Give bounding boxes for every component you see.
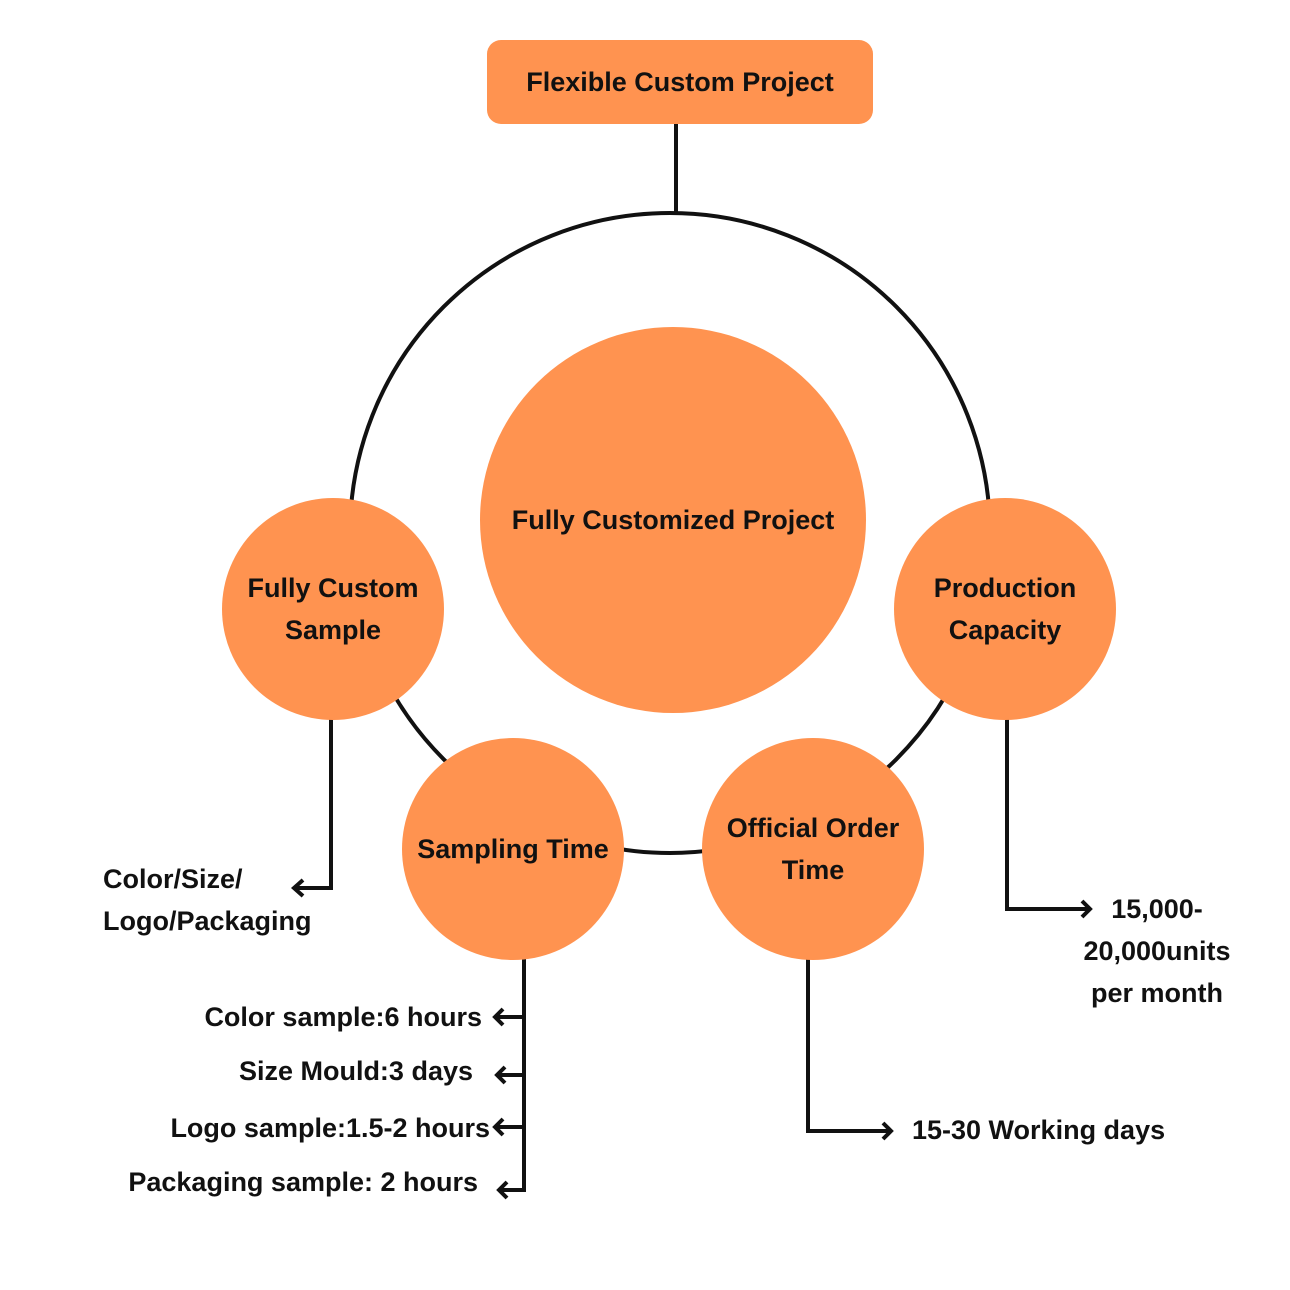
capacity-label-line1: Production [933, 573, 1077, 603]
capacity-detail-line3: per month [1091, 978, 1223, 1008]
sampling-detail-4: Packaging sample: 2 hours [128, 1167, 478, 1197]
sample-label-line1: Fully Custom [247, 573, 419, 603]
sample-details: Color/Size/ Logo/Packaging [103, 858, 312, 942]
sampling-detail-1: Color sample:6 hours [204, 1002, 482, 1032]
sampling-arrow-1 [492, 1007, 505, 1027]
sampling-detail-2: Size Mould:3 days [238, 1056, 473, 1086]
title-text: Flexible Custom Project [526, 66, 834, 97]
sampling-arrow-3 [492, 1117, 505, 1137]
sampling-time-node: Sampling Time [402, 738, 624, 960]
center-label: Fully Customized Project [511, 505, 835, 535]
order-time-label-line2: Time [781, 855, 845, 885]
capacity-label-line2: Capacity [948, 615, 1062, 645]
title-box: Flexible Custom Project [487, 40, 873, 124]
capacity-connector [1005, 718, 1089, 911]
order-arrowhead [881, 1121, 894, 1141]
capacity-detail-line1: 15,000- [1111, 894, 1203, 924]
sample-node: Fully Custom Sample [222, 498, 444, 720]
capacity-node: Production Capacity [894, 498, 1116, 720]
sampling-detail-3: Logo sample:1.5-2 hours [170, 1113, 490, 1143]
sample-arrowhead [290, 878, 305, 898]
order-time-label-line1: Official Order [726, 813, 900, 843]
capacity-arrowhead [1080, 899, 1093, 919]
sample-detail-line2: Logo/Packaging [103, 906, 312, 936]
order-time-node: Official Order Time [702, 738, 924, 960]
order-connector [806, 958, 890, 1133]
sample-connector [296, 718, 333, 890]
capacity-details: 15,000- 20,000units per month [1062, 888, 1252, 1014]
sample-label-line2: Sample [284, 615, 382, 645]
center-node: Fully Customized Project [480, 327, 866, 713]
capacity-detail-line2: 20,000units [1083, 936, 1231, 966]
sampling-time-label: Sampling Time [417, 834, 609, 864]
sample-detail-line1: Color/Size/ [103, 864, 243, 894]
sampling-arrow-4 [496, 1180, 509, 1200]
order-detail: 15-30 Working days [912, 1115, 1166, 1145]
sampling-arrow-2 [494, 1065, 507, 1085]
